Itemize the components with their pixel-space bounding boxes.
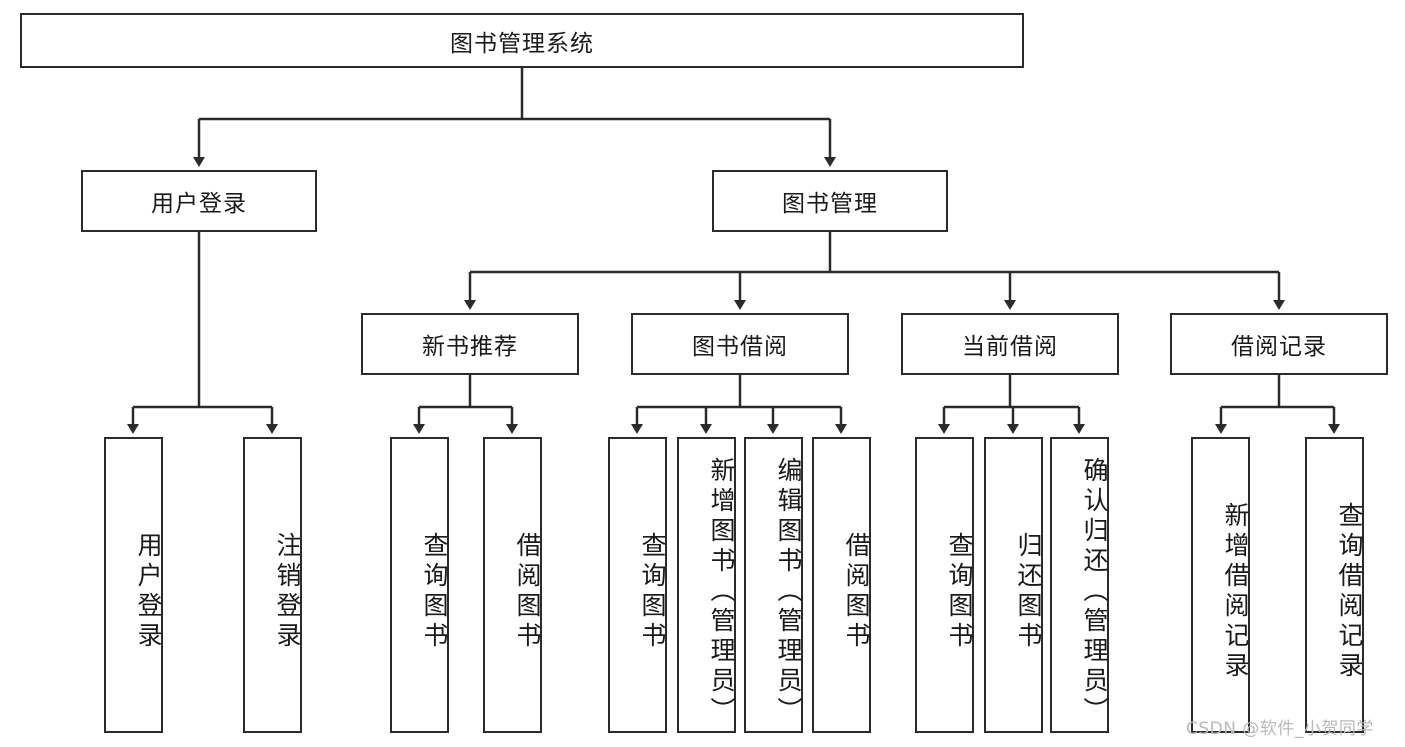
node-label: 图书管理: [782, 191, 878, 217]
node-label: 归还图书: [1014, 532, 1043, 652]
csdn-watermark: CSDN @软件_小贺同学: [1186, 719, 1374, 739]
node-label: 借阅图书: [842, 532, 871, 652]
leaf-add-book-admin[interactable]: 新增图书（管理员）: [677, 437, 736, 733]
node-label: 新增借阅记录: [1221, 502, 1250, 682]
leaf-query-books-borrowing[interactable]: 查询图书: [608, 437, 667, 733]
node-current-borrowing[interactable]: 当前借阅: [901, 313, 1119, 375]
node-label: 新书推荐: [422, 334, 518, 360]
node-book-management[interactable]: 图书管理: [712, 170, 948, 232]
node-borrow-records[interactable]: 借阅记录: [1170, 313, 1388, 375]
leaf-edit-book-admin[interactable]: 编辑图书（管理员）: [744, 437, 803, 733]
leaf-query-borrow-record[interactable]: 查询借阅记录: [1305, 437, 1364, 733]
node-new-book-recommendation[interactable]: 新书推荐: [361, 313, 579, 375]
node-label: 查询图书: [638, 532, 667, 652]
node-root-book-management-system[interactable]: 图书管理系统: [20, 13, 1024, 68]
node-label: 查询借阅记录: [1335, 502, 1364, 682]
leaf-confirm-return-admin[interactable]: 确认归还（管理员）: [1050, 437, 1109, 733]
node-label: 查询图书: [420, 532, 449, 652]
leaf-add-borrow-record[interactable]: 新增借阅记录: [1191, 437, 1250, 733]
node-label: 确认归还（管理员）: [1080, 457, 1109, 727]
leaf-query-books-current[interactable]: 查询图书: [915, 437, 974, 733]
leaf-borrow-books-borrowing[interactable]: 借阅图书: [812, 437, 871, 733]
leaf-user-login[interactable]: 用户登录: [104, 437, 163, 733]
node-label: 图书管理系统: [450, 30, 594, 57]
leaf-logout[interactable]: 注销登录: [243, 437, 302, 733]
node-label: 当前借阅: [962, 334, 1058, 360]
leaf-query-books-recommendation[interactable]: 查询图书: [390, 437, 449, 733]
node-book-borrowing[interactable]: 图书借阅: [631, 313, 849, 375]
leaf-borrow-books-recommendation[interactable]: 借阅图书: [483, 437, 542, 733]
node-label: 查询图书: [945, 532, 974, 652]
node-label: 用户登录: [151, 191, 247, 217]
node-label: 借阅图书: [513, 532, 542, 652]
node-label: 编辑图书（管理员）: [774, 457, 803, 727]
leaf-return-books[interactable]: 归还图书: [984, 437, 1043, 733]
node-label: 新增图书（管理员）: [707, 457, 736, 727]
node-label: 注销登录: [273, 532, 302, 652]
node-label: 图书借阅: [692, 334, 788, 360]
node-label: 借阅记录: [1231, 334, 1327, 360]
node-user-login[interactable]: 用户登录: [81, 170, 317, 232]
node-label: 用户登录: [134, 532, 163, 652]
